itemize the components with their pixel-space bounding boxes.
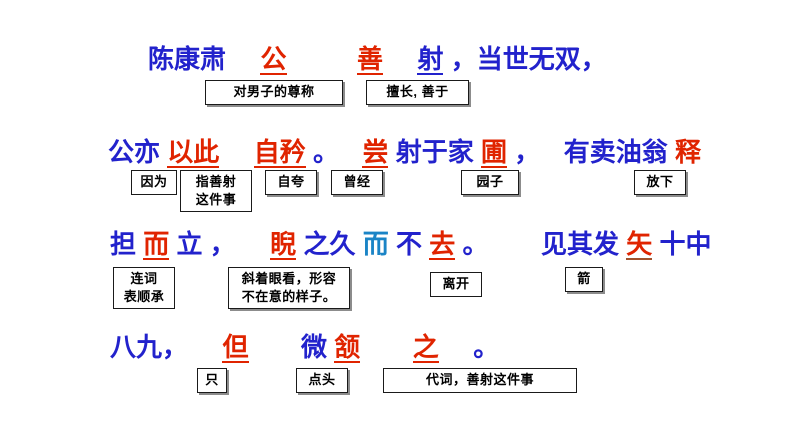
char-wei: 微	[300, 332, 327, 362]
char-group-youmaiyouweng: 有卖油翁	[563, 137, 668, 167]
annotation-line: 这件事	[195, 191, 237, 207]
char-group-shizhong: 十中	[659, 229, 712, 259]
char-group-zijin: 自矜	[253, 137, 306, 168]
char-li: 立	[176, 229, 203, 259]
text-line-1: 陈康肃 公 善 射 ，当世无双，	[148, 46, 607, 75]
annotation-line: 代词，善射这件事	[425, 372, 534, 387]
punct-comma-2: ，	[209, 229, 236, 259]
char-han: 颔	[334, 332, 361, 363]
annotation-box-ni: 斜着眼看，形容 不在意的样子。	[228, 267, 350, 310]
text-line-4: 八九， 但 微 颔 之 。	[110, 334, 499, 363]
annotation-box-ci: 指善射 这件事	[180, 170, 252, 213]
char-shi-arrow: 矢	[626, 229, 653, 260]
annotation-box-shan: 擅长, 善于	[366, 80, 469, 105]
annotation-line: 连词	[130, 271, 158, 286]
annotation-line: 指善射	[195, 174, 237, 189]
annotation-box-qu: 离开	[430, 272, 482, 297]
char-dan: 担	[110, 229, 137, 259]
punct-period-3: 。	[473, 332, 500, 362]
annotation-box-shi: 放下	[634, 170, 686, 195]
text-line-2: 公亦 以此 自矜 。 尝 射于家 圃 ， 有卖油翁 释	[108, 139, 701, 168]
char-bu: 不	[395, 229, 422, 259]
char-zhi: 之	[412, 332, 439, 363]
char-er-1: 而	[143, 229, 170, 260]
char-er-2: 而	[362, 229, 389, 259]
char-she: 射	[417, 44, 444, 75]
char-group-chenkangsu: 陈康肃	[148, 44, 227, 74]
char-pu: 圃	[480, 137, 507, 168]
char-qu: 去	[429, 229, 456, 260]
annotation-line: 对男子的尊称	[233, 84, 315, 99]
annotation-line: 园子	[476, 174, 504, 189]
annotation-box-gong: 对男子的尊称	[205, 80, 343, 105]
annotation-line: 只	[205, 372, 219, 387]
annotation-box-zhi: 代词，善射这件事	[383, 368, 577, 393]
char-dan-only: 但	[222, 332, 249, 363]
text-line-3: 担 而 立 ， 睨 之久 而 不 去 。 见其发 矢 十中	[110, 231, 711, 260]
annotation-box-pu: 园子	[461, 170, 519, 195]
annotation-line: 自夸	[277, 174, 305, 189]
annotation-line: 斜着眼看，形容	[241, 271, 337, 286]
char-gong: 公	[260, 44, 287, 75]
char-group-jianqifa: 见其发	[540, 229, 619, 259]
char-group-yici: 以此	[167, 137, 220, 168]
char-group-dangshiwushuang: ，当世无双，	[450, 44, 607, 74]
annotation-line: 放下	[646, 174, 674, 189]
annotation-line: 曾经	[343, 174, 371, 189]
punct-period-2: 。	[462, 229, 489, 259]
annotation-box-er: 连词 表顺承	[113, 267, 175, 310]
annotation-box-han: 点头	[296, 368, 348, 393]
annotation-line: 擅长, 善于	[386, 84, 449, 99]
annotation-box-zijin: 自夸	[265, 170, 317, 195]
annotation-line: 箭	[577, 271, 591, 286]
punct-comma-1: ，	[514, 137, 541, 167]
annotation-box-jian: 箭	[565, 267, 603, 292]
annotation-box-dan: 只	[197, 368, 227, 393]
char-group-bajiu: 八九，	[110, 332, 189, 362]
annotation-line: 因为	[140, 174, 168, 189]
annotation-line: 表顺承	[123, 288, 165, 304]
char-shan: 善	[356, 44, 383, 75]
annotation-box-yi: 因为	[131, 170, 177, 195]
annotation-box-chang: 曾经	[331, 170, 383, 195]
annotation-line: 离开	[442, 276, 470, 291]
annotation-line: 点头	[308, 372, 336, 387]
char-shi: 释	[674, 137, 701, 167]
char-chang: 尝	[362, 137, 389, 168]
char-group-zhijiu: 之久	[303, 229, 356, 259]
char-group-gongyi: 公亦	[108, 137, 161, 167]
punct-period-1: 。	[312, 137, 339, 167]
annotation-line: 不在意的样子。	[241, 288, 337, 304]
char-ni: 睨	[270, 229, 297, 260]
char-group-sheyujia: 射于家	[395, 137, 474, 167]
